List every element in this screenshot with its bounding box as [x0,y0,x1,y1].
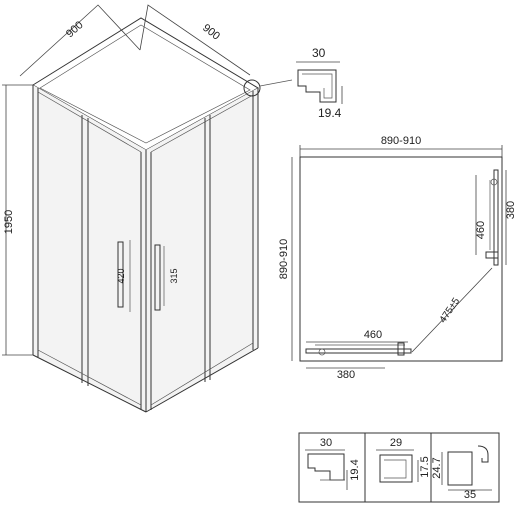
plan-door-length-y-label: 460 [475,221,487,239]
plan-opening-y-label: 380 [505,201,516,219]
plan-overall-width-label: 890-910 [381,135,421,147]
profile-1-height-label: 19.4 [349,459,361,480]
profile-2-height-label: 17.5 [419,456,431,477]
iso-handle-length-label: 420 [116,268,126,283]
detail-depth-label: 19.4 [318,106,342,120]
plan-opening-x-label: 380 [337,369,355,381]
profile-3-height-label: 24.7 [431,457,443,478]
profile-1-width-label: 30 [320,437,332,449]
plan-view [291,145,507,369]
plan-overall-depth-label: 890-910 [278,239,290,279]
detail-profile [296,61,343,104]
iso-handle-spacing-label: 315 [169,268,179,283]
profile-3-width-label: 35 [464,489,476,501]
iso-width-right-label: 900 [200,22,222,43]
detail-width-label: 30 [312,46,326,60]
iso-width-left-label: 900 [64,19,86,40]
profile-2-width-label: 29 [390,437,402,449]
plan-diagonal-label: 475±5 [438,296,463,326]
iso-shower-view [2,4,293,413]
iso-height-label: 1950 [3,210,15,234]
plan-door-length-x-label: 460 [364,329,382,341]
profile-sections-table [298,432,500,503]
